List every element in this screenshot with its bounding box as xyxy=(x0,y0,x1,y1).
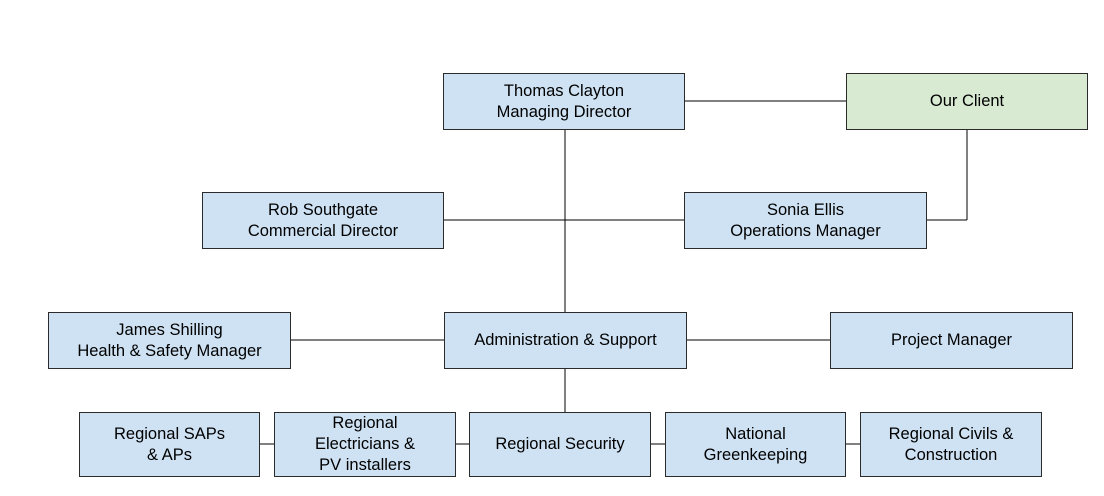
team-label-line: & APs xyxy=(147,445,192,464)
box-regional-electricians: Regional Electricians & PV installers xyxy=(274,412,456,477)
team-label-line: Regional Civils & xyxy=(888,424,1014,443)
person-name: James Shilling xyxy=(116,320,223,339)
box-project-manager: Project Manager xyxy=(830,312,1073,369)
box-regional-security: Regional Security xyxy=(469,412,651,477)
role-title: Operations Manager xyxy=(730,221,881,240)
box-regional-saps: Regional SAPs & APs xyxy=(79,412,260,477)
team-label-line: Regional Security xyxy=(495,435,625,453)
box-regional-civils: Regional Civils & Construction xyxy=(860,412,1042,477)
box-our-client: Our Client xyxy=(846,73,1088,130)
role-title: Managing Director xyxy=(496,102,632,121)
role-title: Health & Safety Manager xyxy=(77,341,262,360)
person-name: Sonia Ellis xyxy=(766,200,845,219)
team-label-line: Regional xyxy=(332,414,398,432)
department-label: Administration & Support xyxy=(474,331,657,349)
box-operations-manager: Sonia Ellis Operations Manager xyxy=(684,192,927,249)
team-label-line: PV installers xyxy=(319,456,411,474)
team-label-line: Greenkeeping xyxy=(703,445,808,464)
box-administration-support: Administration & Support xyxy=(444,312,687,369)
team-label-line: National xyxy=(725,424,786,443)
person-name: Thomas Clayton xyxy=(503,81,625,100)
box-managing-director: Thomas Clayton Managing Director xyxy=(443,73,685,130)
team-label-line: Electricians & xyxy=(315,435,415,453)
box-commercial-director: Rob Southgate Commercial Director xyxy=(202,192,444,249)
box-national-greenkeeping: National Greenkeeping xyxy=(665,412,846,477)
box-health-safety-manager: James Shilling Health & Safety Manager xyxy=(48,312,291,369)
client-label: Our Client xyxy=(929,92,1005,110)
team-label-line: Regional SAPs xyxy=(114,424,225,443)
team-label-line: Construction xyxy=(904,445,998,464)
person-name: Rob Southgate xyxy=(267,200,379,219)
role-title: Project Manager xyxy=(890,331,1013,349)
role-title: Commercial Director xyxy=(247,221,399,240)
